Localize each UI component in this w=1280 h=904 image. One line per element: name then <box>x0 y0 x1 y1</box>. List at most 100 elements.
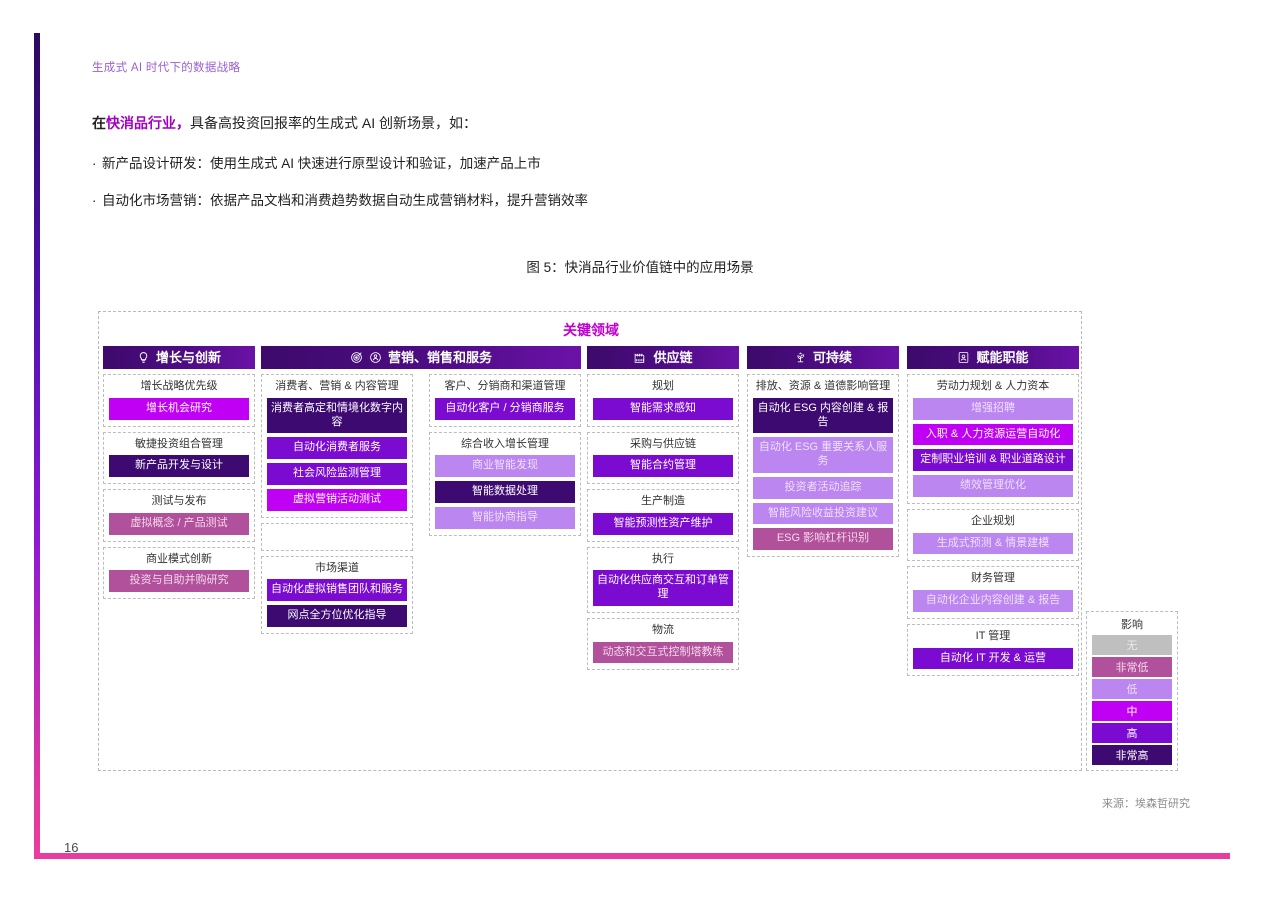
use-case-cell[interactable]: 虚拟概念 / 产品测试 <box>109 512 249 535</box>
use-case-cell[interactable]: 智能合约管理 <box>593 455 733 477</box>
column-header-marketing-sales-service: 营销、销售和服务 <box>261 346 581 369</box>
use-case-cell[interactable]: 自动化供应商交互和订单管理 <box>593 570 733 606</box>
capability-group-title: 综合收入增长管理 <box>461 437 549 450</box>
capability-group: 采购与供应链智能合约管理 <box>587 431 739 484</box>
use-case-cell[interactable]: 增长机会研究 <box>109 397 249 420</box>
sub-column: 客户、分销商和渠道管理自动化客户 / 分销商服务综合收入增长管理商业智能发现智能… <box>429 369 581 536</box>
legend-item-low: 低 <box>1092 679 1172 699</box>
use-case-cell[interactable]: 绩效管理优化 <box>913 475 1073 497</box>
sub-column: 增长战略优先级增长机会研究敏捷投资组合管理新产品开发与设计测试与发布虚拟概念 /… <box>103 369 255 599</box>
bullet-marker: · <box>92 193 97 208</box>
use-case-cell[interactable]: 投资者活动追踪 <box>753 476 893 499</box>
capability-group: 企业规划生成式预测 & 情景建模 <box>907 508 1079 562</box>
use-case-cell[interactable]: 自动化虚拟销售团队和服务 <box>267 579 407 601</box>
target-icon <box>350 351 363 364</box>
capability-group-title: 规划 <box>652 380 674 392</box>
page-accent-border-left <box>34 33 40 859</box>
capability-group-title: 生产制造 <box>641 495 685 507</box>
value-chain-column-enabling-functions: 赋能职能劳动力规划 & 人力资本增强招聘入职 & 人力资源运营自动化定制职业培训… <box>907 346 1079 677</box>
use-case-cell[interactable]: 智能协商指导 <box>435 506 575 529</box>
use-case-cell[interactable]: ESG 影响杠杆识别 <box>753 528 893 550</box>
use-case-cell[interactable]: 智能需求感知 <box>593 397 733 420</box>
key-areas-title: 关键领域 <box>563 322 619 338</box>
use-case-cell[interactable]: 动态和交互式控制塔教练 <box>593 641 733 664</box>
legend-item-high: 高 <box>1092 723 1172 743</box>
legend-item-verylow: 非常低 <box>1092 657 1172 677</box>
capability-group-title: 财务管理 <box>971 572 1015 585</box>
column-header-label: 营销、销售和服务 <box>387 350 492 365</box>
sub-column: 排放、资源 & 道德影响管理自动化 ESG 内容创建 & 报告自动化 ESG 重… <box>747 369 899 557</box>
use-case-cell[interactable]: 智能数据处理 <box>435 481 575 503</box>
capability-group-title: 排放、资源 & 道德影响管理 <box>755 380 891 392</box>
impact-legend: 影响 无非常低低中高非常高 <box>1086 611 1178 771</box>
use-case-cell[interactable]: 自动化 IT 开发 & 运营 <box>913 647 1073 670</box>
capability-group: 综合收入增长管理商业智能发现智能数据处理智能协商指导 <box>429 431 581 536</box>
lightbulb-icon <box>137 351 150 364</box>
use-case-cell[interactable]: 自动化客户 / 分销商服务 <box>435 397 575 420</box>
source-note: 来源：埃森哲研究 <box>1102 798 1190 810</box>
use-case-cell[interactable]: 自动化 ESG 内容创建 & 报告 <box>753 397 893 434</box>
capability-group: 生产制造智能预测性资产维护 <box>587 489 739 542</box>
use-case-cell[interactable]: 增强招聘 <box>913 397 1073 420</box>
intro-lead-rest: 具备高投资回报率的生成式 AI 创新场景，如： <box>190 115 478 131</box>
person-badge-icon <box>957 351 970 364</box>
value-chain-column-marketing-sales-service: 营销、销售和服务消费者、营销 & 内容管理消费者高定和情境化数字内容自动化消费者… <box>261 346 581 634</box>
use-case-cell[interactable]: 消费者高定和情境化数字内容 <box>267 397 407 434</box>
capability-group-title: 商业模式创新 <box>146 552 212 565</box>
capability-group-title: 采购与供应链 <box>630 437 696 450</box>
intro-lead-prefix: 在 <box>92 115 106 131</box>
plant-icon <box>794 351 807 364</box>
factory-icon <box>633 351 647 364</box>
capability-group-title: 执行 <box>652 552 674 565</box>
column-header-label: 赋能职能 <box>976 350 1029 365</box>
use-case-cell[interactable]: 投资与自助并购研究 <box>109 570 249 592</box>
capability-group: 测试与发布虚拟概念 / 产品测试 <box>103 489 255 542</box>
capability-group: IT 管理自动化 IT 开发 & 运营 <box>907 623 1079 677</box>
value-chain-column-supply-chain: 供应链规划智能需求感知采购与供应链智能合约管理生产制造智能预测性资产维护执行自动… <box>587 346 739 671</box>
column-header-sustainability: 可持续 <box>747 346 899 369</box>
use-case-cell[interactable]: 商业智能发现 <box>435 455 575 477</box>
capability-group-title: IT 管理 <box>975 629 1011 642</box>
use-case-cell[interactable]: 自动化 ESG 重要关系人服务 <box>753 437 893 473</box>
capability-group-title: 敏捷投资组合管理 <box>135 437 223 450</box>
page-accent-border-bottom <box>34 853 1230 859</box>
capability-group-title: 增长战略优先级 <box>140 380 218 392</box>
capability-group: 消费者、营销 & 内容管理消费者高定和情境化数字内容自动化消费者服务社会风险监测… <box>261 374 413 518</box>
bullet-text: 自动化市场营销：依据产品文档和消费趋势数据自动生成营销材料，提升营销效率 <box>102 193 588 208</box>
use-case-cell[interactable]: 自动化消费者服务 <box>267 437 407 459</box>
capability-group-title: 劳动力规划 & 人力资本 <box>936 380 1050 392</box>
capability-group: 市场渠道自动化虚拟销售团队和服务网点全方位优化指导 <box>261 555 413 634</box>
use-case-cell[interactable]: 自动化企业内容创建 & 报告 <box>913 590 1073 612</box>
use-case-cell[interactable]: 网点全方位优化指导 <box>267 605 407 627</box>
column-header-supply-chain: 供应链 <box>587 346 739 369</box>
capability-group: 财务管理自动化企业内容创建 & 报告 <box>907 566 1079 619</box>
use-case-cell[interactable]: 社会风险监测管理 <box>267 463 407 485</box>
bullet-item: · 自动化市场营销：依据产品文档和消费趋势数据自动生成营销材料，提升营销效率 <box>92 189 1092 209</box>
legend-item-veryhigh: 非常高 <box>1092 745 1172 765</box>
capability-group: 规划智能需求感知 <box>587 374 739 427</box>
use-case-cell[interactable]: 新产品开发与设计 <box>109 455 249 477</box>
empty-placeholder-box <box>261 522 413 551</box>
use-case-cell[interactable]: 智能风险收益投资建议 <box>753 502 893 525</box>
capability-group-title: 客户、分销商和渠道管理 <box>444 380 566 392</box>
use-case-cell[interactable]: 定制职业培训 & 职业道路设计 <box>913 449 1073 471</box>
running-head: 生成式 AI 时代下的数据战略 <box>92 62 241 74</box>
bullet-text: 新产品设计研发：使用生成式 AI 快速进行原型设计和验证，加速产品上市 <box>102 156 541 171</box>
headset-icon <box>369 351 382 364</box>
column-header-label: 增长与创新 <box>155 350 221 365</box>
value-chain-column-growth-innovation: 增长与创新增长战略优先级增长机会研究敏捷投资组合管理新产品开发与设计测试与发布虚… <box>103 346 255 599</box>
figure-caption: 图 5：快消品行业价值链中的应用场景 <box>526 260 754 275</box>
use-case-cell[interactable]: 虚拟营销活动测试 <box>267 488 407 511</box>
capability-group-title: 物流 <box>652 623 674 636</box>
use-case-cell[interactable]: 智能预测性资产维护 <box>593 512 733 535</box>
bullet-marker: · <box>92 156 97 171</box>
capability-group: 增长战略优先级增长机会研究 <box>103 374 255 427</box>
capability-group: 客户、分销商和渠道管理自动化客户 / 分销商服务 <box>429 374 581 427</box>
capability-group: 商业模式创新投资与自助并购研究 <box>103 546 255 599</box>
sub-column: 规划智能需求感知采购与供应链智能合约管理生产制造智能预测性资产维护执行自动化供应… <box>587 369 739 671</box>
use-case-cell[interactable]: 入职 & 人力资源运营自动化 <box>913 423 1073 446</box>
use-case-cell[interactable]: 生成式预测 & 情景建模 <box>913 532 1073 555</box>
value-chain-column-sustainability: 可持续排放、资源 & 道德影响管理自动化 ESG 内容创建 & 报告自动化 ES… <box>747 346 899 557</box>
capability-group-title: 测试与发布 <box>151 495 207 507</box>
capability-group: 执行自动化供应商交互和订单管理 <box>587 546 739 613</box>
